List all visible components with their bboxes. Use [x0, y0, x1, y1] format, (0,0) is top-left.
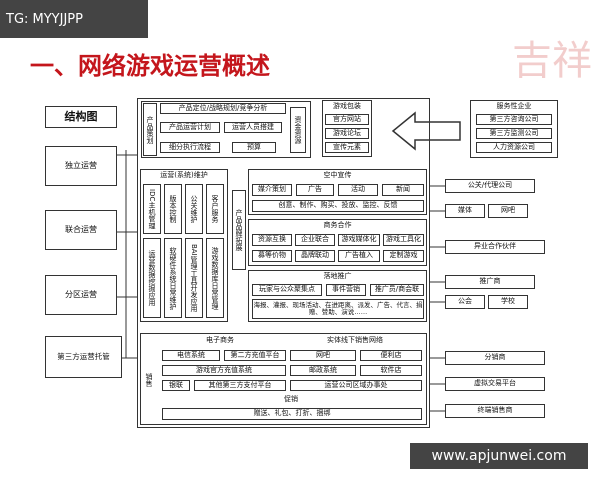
ad-process: 创意、制作、购买、投放、监控、反馈	[252, 200, 424, 212]
tg-watermark: TG: MYYJJPP	[0, 0, 148, 38]
news: 新闻	[382, 184, 424, 196]
consulting-company: 第三方咨询公司	[476, 114, 552, 125]
equivalents: 募等价物	[252, 250, 292, 262]
service-frame	[470, 100, 558, 158]
resource-exchange: 资源互换	[252, 234, 292, 246]
mode-regional: 分区运营	[45, 275, 117, 315]
enterprise-alliance: 企业联合	[295, 234, 335, 246]
distributors: 分销商	[445, 351, 545, 365]
product-positioning: 产品定位/战略规划/竞争分析	[160, 103, 286, 114]
offline-title: 实体线下销售网络	[327, 336, 383, 345]
terminal-retailers: 终端销售商	[445, 404, 545, 418]
product-ops-plan: 产品运营计划	[160, 122, 220, 133]
events: 活动	[338, 184, 378, 196]
ground-frame	[248, 270, 427, 322]
telecom-system: 电信系统	[162, 350, 220, 361]
convenience-store: 便利店	[360, 350, 422, 361]
biz-title: 商务合作	[323, 221, 352, 230]
software-store: 软件店	[360, 365, 422, 376]
air-promo-title: 空中宣传	[323, 171, 352, 180]
promo-title: 促销	[284, 395, 298, 404]
tool-development: BAI管理工具开发应用	[185, 238, 203, 318]
promoters: 推广商	[445, 275, 535, 289]
capital-resources: 资金资源	[290, 107, 306, 153]
internet-cafe-sales: 网吧	[290, 350, 356, 361]
media-partner: 媒体	[445, 204, 485, 218]
guild: 公会	[445, 295, 485, 309]
third-party-payment: 其他第三方支付平台	[194, 380, 286, 391]
page-title: 一、网络游戏运营概述	[30, 52, 270, 80]
event-marketing: 事件营销	[326, 284, 366, 296]
official-website: 官方网站	[325, 114, 369, 125]
pr-agency: 公关/代理公司	[445, 179, 535, 193]
ad-placement: 广告植入	[338, 250, 380, 262]
sales-label: 销售	[145, 373, 153, 387]
data-mining: 运营数据挖掘应用	[143, 238, 161, 318]
recharge-platform: 第二方充值平台	[224, 350, 286, 361]
hr-company: 人力资源公司	[476, 142, 552, 153]
virtual-trading-platform: 虚拟交易平台	[445, 377, 545, 391]
biz-frame	[248, 219, 427, 266]
structure-label: 结构图	[45, 106, 117, 128]
postal-system: 邮政系统	[290, 365, 356, 376]
game-mediatization: 游戏媒体化	[338, 234, 380, 246]
game-forum: 游戏论坛	[325, 128, 369, 139]
mode-independent: 独立运营	[45, 146, 117, 186]
ground-methods: 海报、灌报、现场活动、在进距离、派发、广告、代言、捐赠、赞助、演说……	[252, 299, 424, 319]
gathering-points: 玩家与公众聚集点	[252, 284, 322, 296]
product-planning-header: 产品策划	[143, 103, 157, 156]
promo-elements: 宣传元素	[325, 142, 369, 153]
game-pack-frame	[322, 100, 372, 157]
regional-office: 运营公司区域办事处	[290, 380, 422, 391]
system-maintenance: 软硬件系统日常维护	[164, 238, 182, 318]
air-promo-frame	[248, 169, 427, 215]
unionpay: 银联	[162, 380, 190, 391]
custom-game: 定制游戏	[383, 250, 424, 262]
ecommerce-title: 电子商务	[206, 336, 234, 345]
database-management: 游戏数据库日常管理	[206, 238, 224, 318]
main-frame	[137, 98, 430, 428]
idc-host: IDC主机管理	[143, 184, 161, 234]
cross-industry-partners: 异业合作伙伴	[445, 240, 545, 254]
media-planning: 媒介策划	[252, 184, 292, 196]
game-pack-title: 游戏包装	[333, 102, 361, 111]
customer-service: 客户服务	[206, 184, 224, 234]
sales-frame	[140, 333, 427, 425]
mode-third-party: 第三方运营托管	[45, 336, 122, 378]
version-control: 版本控制	[164, 184, 182, 234]
ground-title: 落地推广	[323, 272, 352, 281]
advertising: 广告	[296, 184, 334, 196]
arrow-left-icon	[391, 111, 461, 151]
promoter-chamber: 推广员/商会联	[370, 284, 424, 296]
ops-frame	[140, 169, 228, 322]
service-title: 服务性企业	[496, 102, 532, 111]
logo-watermark: 吉祥	[512, 38, 592, 84]
brand-expansion: 产品品牌拓展	[232, 190, 246, 270]
school: 学校	[488, 295, 528, 309]
monitoring-company: 第三方监测公司	[476, 128, 552, 139]
official-recharge: 游戏官方充值系统	[162, 365, 286, 376]
game-toolization: 游戏工具化	[383, 234, 424, 246]
site-watermark: www.apjunwei.com	[410, 443, 588, 469]
ops-staffing: 运营人员搭建	[224, 122, 282, 133]
brand-linkage: 晶牌联动	[295, 250, 335, 262]
ops-title: 运营(系统)维护	[160, 171, 208, 180]
execution-flow: 细分执行流程	[160, 142, 220, 153]
mode-joint: 联合运营	[45, 210, 117, 250]
internet-cafe: 网吧	[488, 204, 528, 218]
product-planning-frame	[141, 101, 311, 158]
promo-items: 赠送、礼包、打折、捆绑	[162, 408, 422, 420]
pr-maintenance: 公关维护	[185, 184, 203, 234]
budget: 预算	[232, 142, 276, 153]
